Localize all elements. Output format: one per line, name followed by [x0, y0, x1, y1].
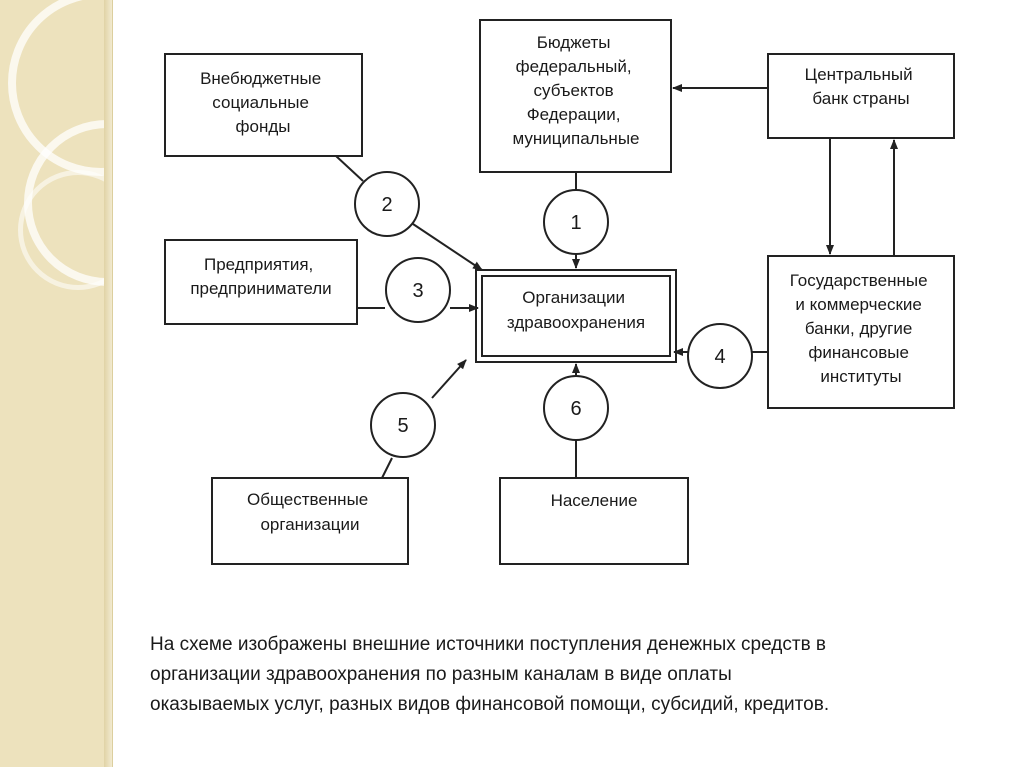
label-enterprises: Предприятия, предприниматели: [190, 255, 331, 298]
box-banks: [767, 255, 955, 409]
label-central-bank: Центральный банк страны: [805, 65, 918, 108]
connector-public-orgs-to-channel-5: [381, 457, 393, 479]
label-health-orgs: Организации здравоохранения: [507, 288, 645, 332]
label-public-orgs: Общественные организации: [247, 490, 373, 534]
channel-circle-5: [370, 392, 436, 458]
box-central-bank: [767, 53, 955, 139]
decorative-ring: [18, 170, 112, 290]
slide-decoration-strip: [0, 0, 113, 767]
box-health-orgs-inner: [481, 275, 671, 357]
channel-number-3: 3: [412, 280, 423, 302]
box-enterprises: [164, 239, 358, 325]
channel-circle-4: [687, 323, 753, 389]
arrow-channel-5: [431, 359, 467, 399]
channel-number-2: 2: [381, 194, 392, 216]
strip-edge: [104, 0, 112, 767]
channel-circle-2: [354, 171, 420, 237]
box-offbudget-funds: [164, 53, 363, 157]
channel-number-5: 5: [397, 415, 408, 437]
box-public-orgs: [211, 477, 409, 565]
arrow-channel-2: [412, 223, 483, 271]
caption-line: На схеме изображены внешние источники по…: [150, 634, 827, 655]
label-budgets: Бюджеты федеральный, субъектов Федерации…: [513, 33, 640, 148]
caption-line: оказываемых услуг, разных видов финансов…: [150, 694, 830, 715]
label-population: Население: [551, 491, 638, 510]
label-offbudget-funds: Внебюджетные социальные фонды: [200, 69, 326, 136]
channel-number-6: 6: [570, 398, 581, 420]
label-banks: Государственные и коммерческие банки, др…: [790, 271, 933, 386]
channel-circle-3: [385, 257, 451, 323]
caption-line: организации здравоохранения по разным ка…: [150, 664, 732, 685]
channel-number-1: 1: [570, 212, 581, 234]
channel-number-4: 4: [714, 346, 725, 368]
channel-circle-1: [543, 189, 609, 255]
channel-circle-6: [543, 375, 609, 441]
box-population: [499, 477, 689, 565]
box-budgets: [479, 19, 672, 173]
connector-offbudget-to-channel-2: [335, 155, 364, 182]
slide-caption: На схеме изображены внешние источники по…: [150, 630, 1010, 720]
